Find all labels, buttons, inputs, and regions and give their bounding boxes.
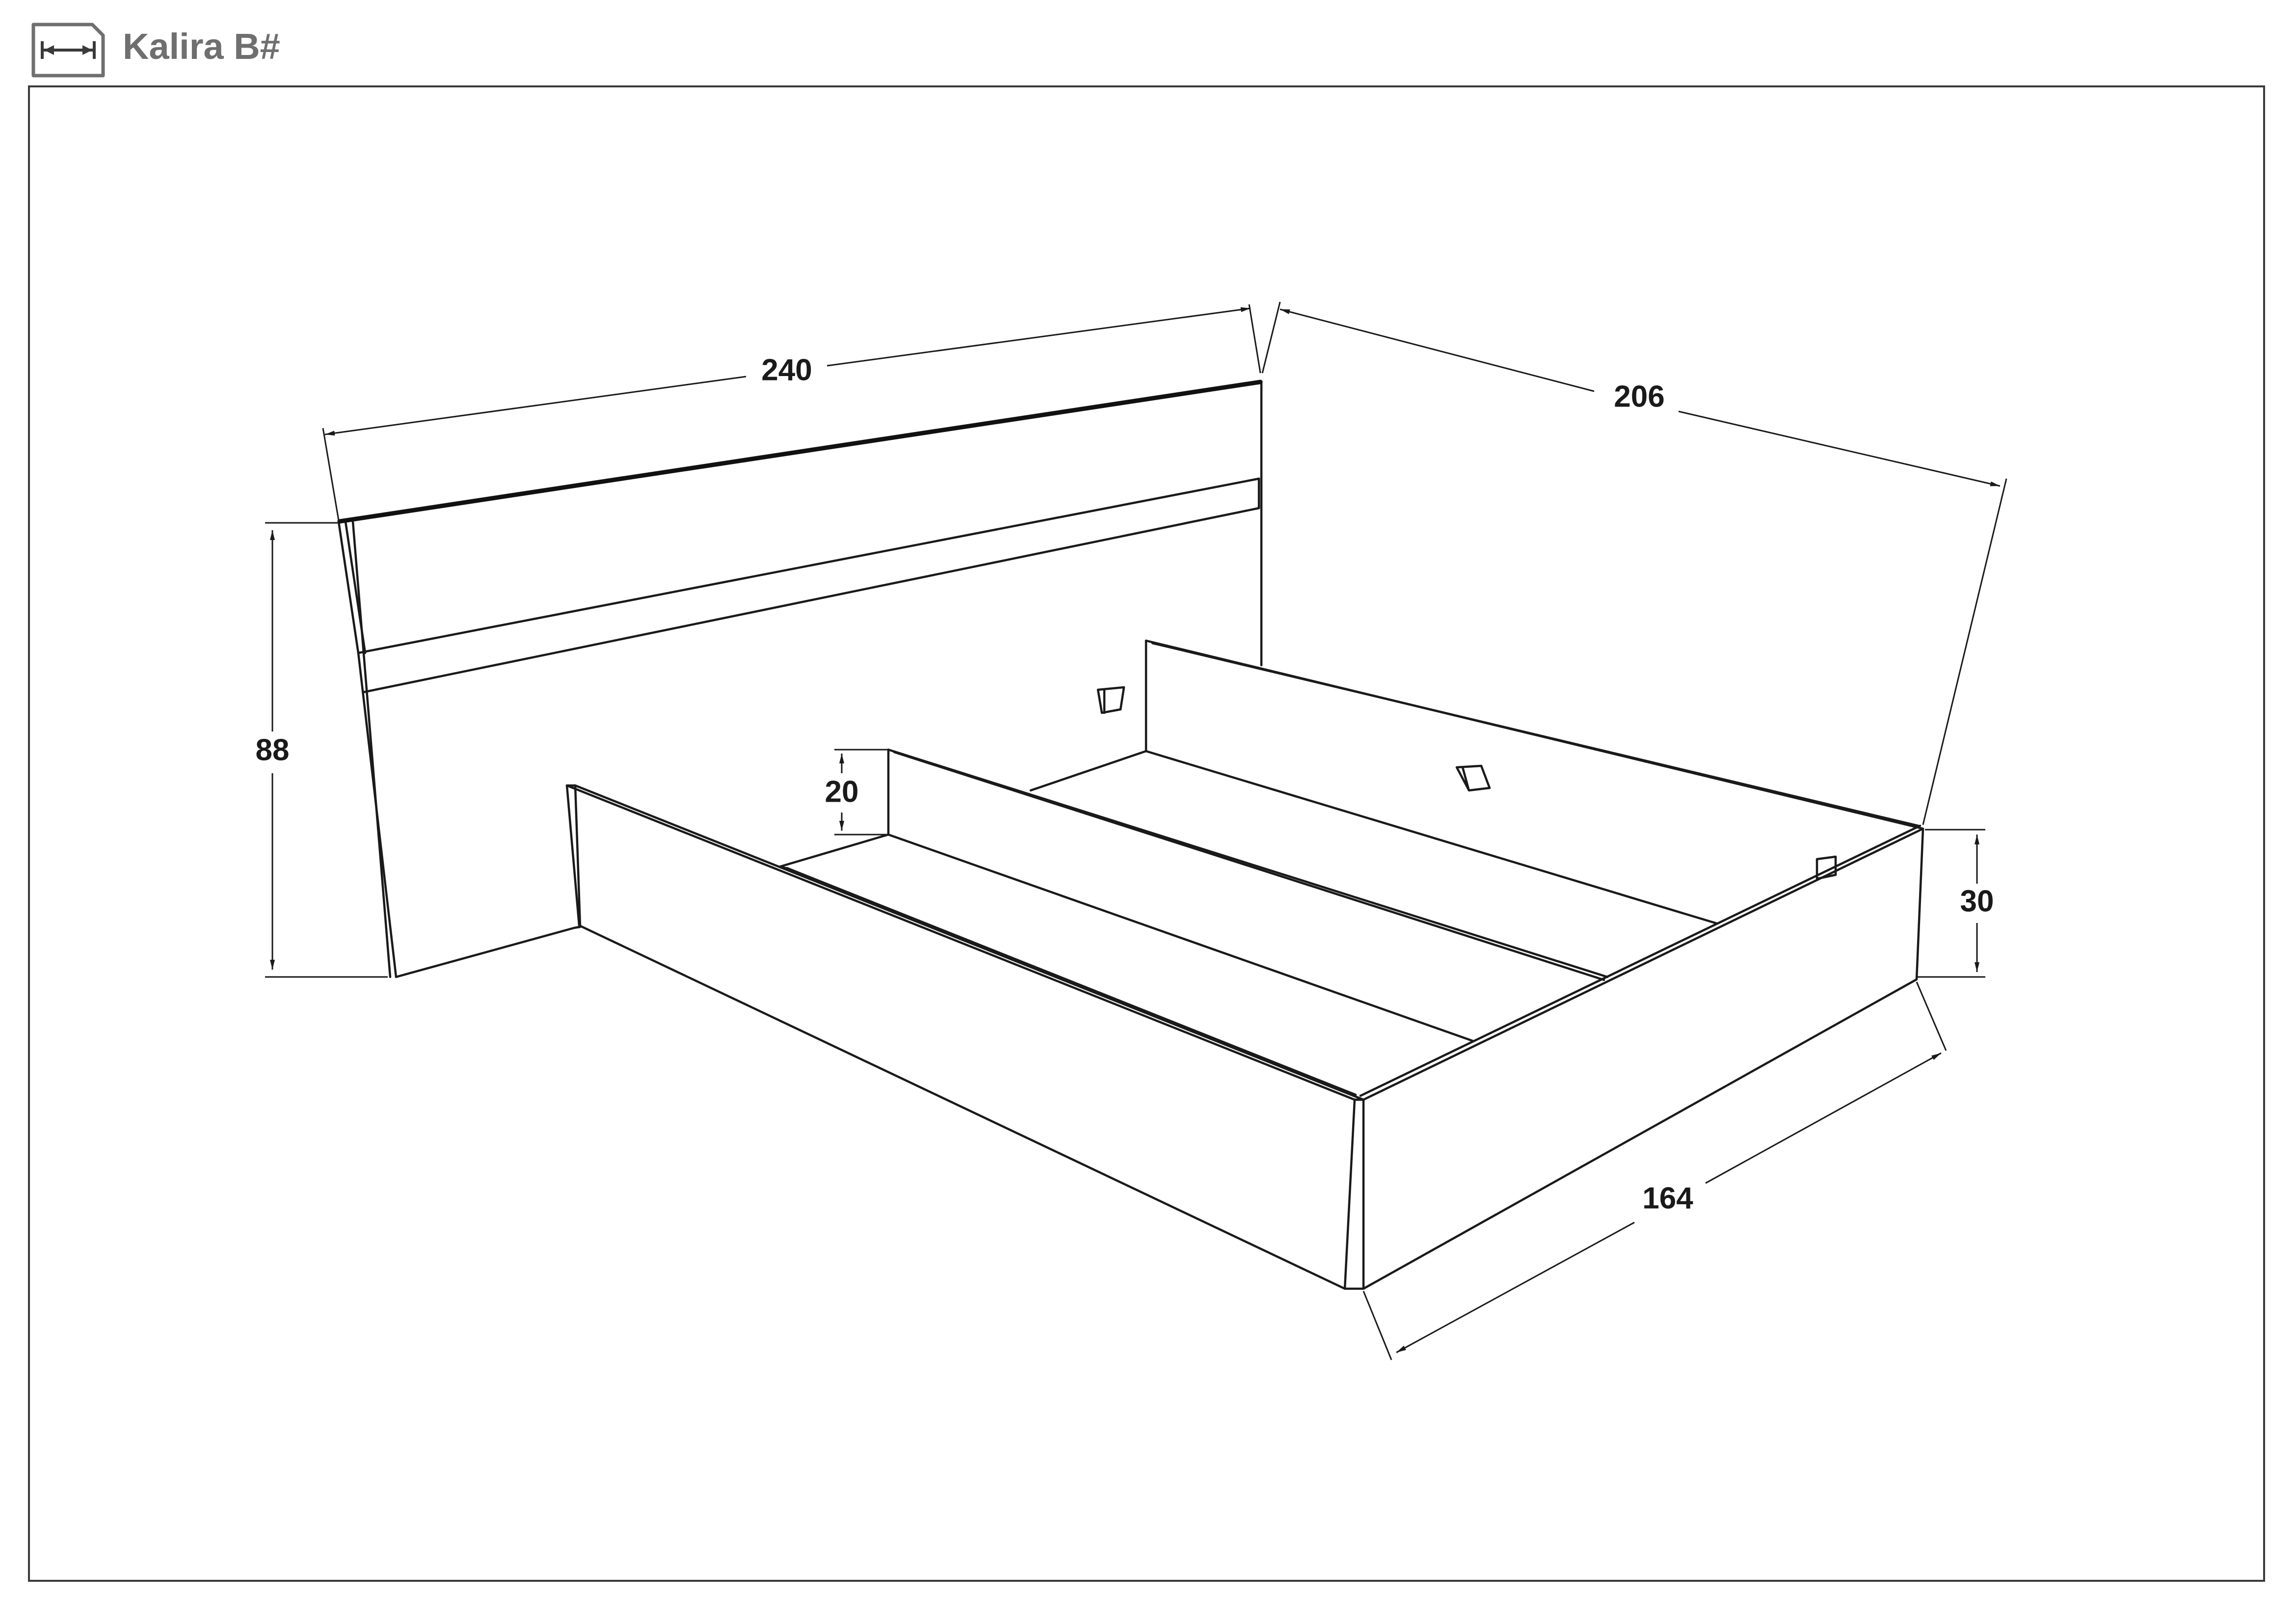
dimension-label-88: 88: [256, 733, 290, 767]
dimension-206: 206: [1261, 301, 2007, 825]
dimension-20: 20: [825, 749, 887, 836]
dimension-240: 240: [322, 304, 1261, 521]
drawing-frame: [28, 85, 2265, 1582]
headboard: [337, 379, 1263, 978]
dimension-164: 164: [1362, 981, 1947, 1360]
bed-frame: [565, 639, 1924, 1290]
dimension-label-30: 30: [1960, 884, 1994, 918]
dimension-label-240: 240: [761, 353, 812, 387]
page-title: Kalira B#: [123, 26, 280, 67]
dimension-label-20: 20: [825, 775, 859, 809]
dimensions-icon: [31, 23, 105, 78]
bracket-foot: [1815, 855, 1837, 880]
header: Kalira B#: [0, 0, 2296, 83]
dimension-label-206: 206: [1614, 379, 1664, 413]
dimension-30: 30: [1917, 829, 1994, 978]
bracket-side: [1455, 764, 1491, 792]
bracket-headboard: [1096, 686, 1125, 714]
dimension-label-164: 164: [1642, 1181, 1693, 1215]
dimension-88: 88: [256, 522, 388, 978]
